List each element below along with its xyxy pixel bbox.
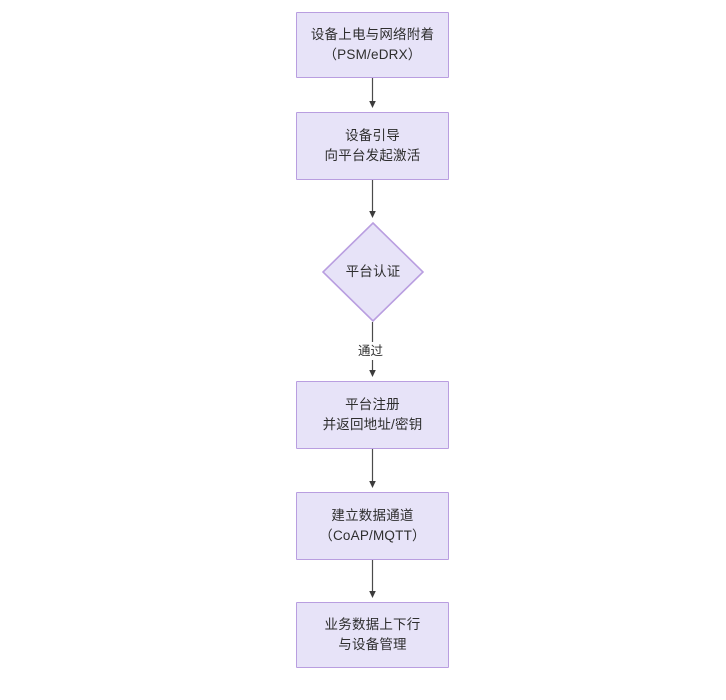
- flow-node-platform-register[interactable]: 平台注册 并返回地址/密钥: [296, 381, 449, 449]
- flow-node-business-data[interactable]: 业务数据上下行 与设备管理: [296, 602, 449, 668]
- flow-node-label: 平台认证: [345, 264, 401, 279]
- flow-node-platform-auth-decision[interactable]: 平台认证: [322, 222, 424, 322]
- diamond-icon: [322, 222, 424, 322]
- flow-node-device-bootstrap[interactable]: 设备引导 向平台发起激活: [296, 112, 449, 180]
- flow-node-label: 建立数据通道 （CoAP/MQTT）: [319, 508, 426, 543]
- flow-node-power-on[interactable]: 设备上电与网络附着 （PSM/eDRX）: [296, 12, 449, 78]
- flow-node-label: 平台注册 并返回地址/密钥: [322, 397, 423, 432]
- flow-node-data-channel[interactable]: 建立数据通道 （CoAP/MQTT）: [296, 492, 449, 560]
- flow-node-label: 设备上电与网络附着 （PSM/eDRX）: [310, 27, 435, 62]
- edge-label-text: 通过: [358, 344, 384, 358]
- flow-node-label: 业务数据上下行 与设备管理: [324, 617, 421, 652]
- flow-node-label: 设备引导 向平台发起激活: [324, 128, 421, 163]
- edge-label-pass: 通过: [355, 342, 387, 360]
